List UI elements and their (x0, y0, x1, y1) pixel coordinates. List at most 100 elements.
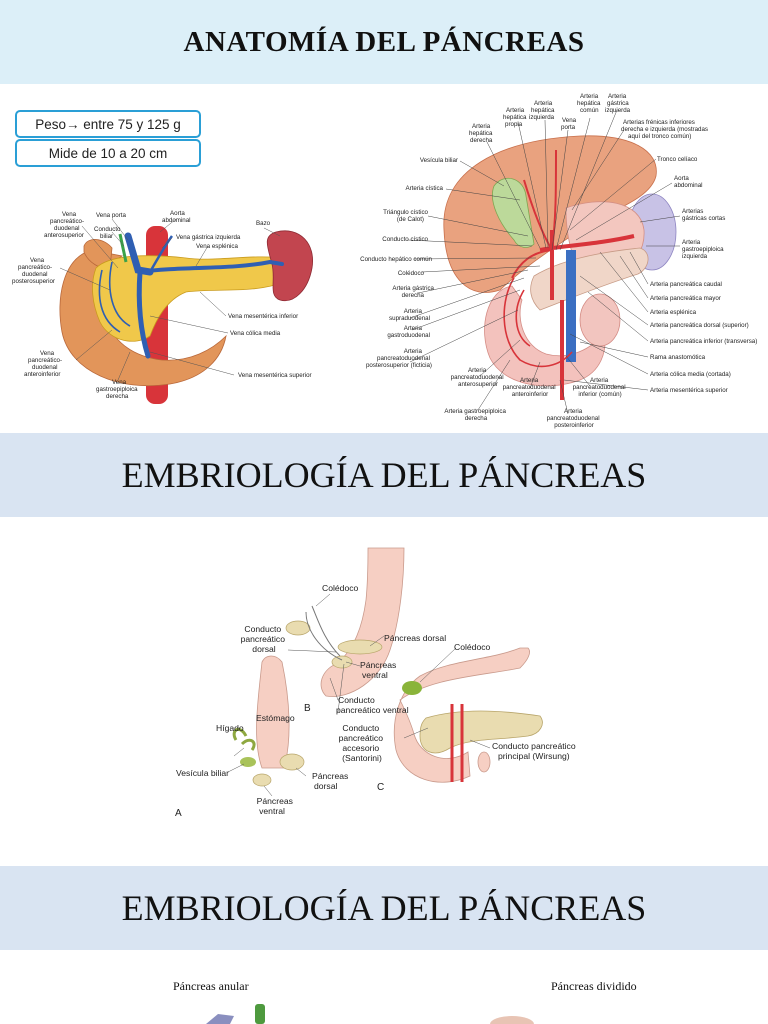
gallbladder-c (402, 681, 422, 695)
label-a-hepatica-propia-3: propia (505, 121, 523, 128)
label-rama-anastomotica: Rama anastomótica (650, 354, 706, 361)
label-vena-pdas-4: anterosuperior (44, 232, 84, 239)
label-aorta-abdominal-2: abdominal (674, 182, 703, 189)
label-conducto-accesorio-4: (Santorini) (342, 753, 382, 763)
svg-text:Arteria gastroepiploica de: Arteria gastroepiploica derecha (444, 408, 507, 422)
pancreas-shape-right (530, 247, 649, 311)
label-conducto-hepatico: Conducto hepático común (360, 256, 432, 263)
label-conducto-accesorio: Conducto (342, 723, 379, 733)
pancreaticoduodenal-arcade (503, 277, 573, 368)
stomach-c (393, 647, 530, 783)
label-a-gastroepiploica-der: Arteria gastroepiploica (444, 408, 506, 415)
sup-mesenteric-vein (136, 269, 151, 359)
label-a-pdas-2: pancreatoduodenal (451, 374, 504, 381)
spleen-shape (266, 230, 314, 302)
label-a-hepatica-derecha: Arteria (472, 123, 491, 130)
label-a-pd-inferior: Arteria (590, 377, 609, 384)
svg-text:Conducto pancreático pri: Conducto pancreático principal (Wirsung) (492, 741, 578, 761)
anular-vessel (255, 1004, 265, 1024)
label-conducto-dorsal-3: dorsal (252, 644, 275, 654)
fact-medida: Mide de 10 a 20 cm (15, 139, 201, 167)
svg-text:Arteria pancreatoduodenal: Arteria pancreatoduodenal posteroinferio… (547, 408, 602, 429)
svg-text:Conducto pancreático: Conducto pancreático accesorio (Santorin… (339, 723, 386, 763)
label-a-pancreatica-caudal: Arteria pancreática caudal (650, 281, 722, 288)
label-a-pdai-3: anteroinferior (512, 391, 548, 398)
label-vena-gastroepiploica: Vena (112, 379, 127, 386)
label-conducto-biliar-2: biliar (100, 233, 113, 240)
label-a-hepatica-propia: Arteria (506, 107, 525, 114)
label-pancreas-ventral-b: Páncreas (360, 660, 396, 670)
label-vesicula: Vesícula biliar (176, 768, 229, 778)
label-a-gastroepiploica-izq: Arteria (682, 239, 701, 246)
label-a-gastrica-izquierda-2: gástrica (607, 100, 629, 107)
label-aorta-abdominal: Aorta (674, 175, 689, 182)
liver-shape (443, 135, 657, 293)
label-panel-c: C (377, 782, 384, 793)
label-panel-a: A (175, 808, 182, 819)
svg-text:Vena pancreático- duod: Vena pancreático- duodenal posterosuperi… (12, 257, 55, 285)
label-arterias-gastricas-cortas: Arterias (682, 208, 703, 215)
svg-text:Conducto pancreático ven: Conducto pancreático ventral (336, 695, 409, 715)
dorsal-bud-b (337, 639, 383, 655)
label-vena-pdai-3: duodenal (32, 364, 57, 371)
caption-pancreas-anular: Páncreas anular (173, 979, 249, 993)
svg-text:Arteria gástrica izqui: Arteria gástrica izquierda (605, 93, 631, 114)
svg-text:Arteria pancreatoduodenal: Arteria pancreatoduodenal anterosuperior (451, 367, 506, 388)
svg-text:Páncreas dorsal: Páncreas dorsal (312, 771, 351, 791)
liver-bud-a (232, 727, 256, 751)
svg-text:Arteria hepática común: Arteria hepática común (577, 93, 602, 114)
label-vena-pdai: Vena (40, 350, 55, 357)
title-banner-embriologia-2: EMBRIOLOGÍA DEL PÁNCREAS (0, 866, 768, 950)
label-conducto-cistico: Conducto cístico (382, 236, 428, 243)
section-title-embriologia-1: EMBRIOLOGÍA DEL PÁNCREAS (121, 455, 647, 495)
label-triangulo-cistico: Triángulo cístico (383, 209, 428, 216)
label-a-colica-media: Arteria cólica media (cortada) (650, 371, 731, 378)
label-a-pdai: Arteria (520, 377, 539, 384)
label-a-pancreatica-inferior: Arteria pancreática inferior (transversa… (650, 338, 757, 345)
label-higado: Hígado (216, 723, 244, 733)
label-triangulo-cistico-2: (de Calot) (397, 216, 424, 223)
ducts-b (305, 605, 343, 661)
label-arterias-gastricas-cortas-2: gástricas cortas (682, 215, 725, 222)
label-a-supraduodenal: Arteria (404, 308, 423, 315)
embryology-diagram: Colédoco Conducto pancreático dorsal Pán… (175, 547, 578, 819)
label-a-hepatica-comun-3: común (580, 107, 599, 114)
label-a-hepatica-derecha-3: derecha (470, 137, 493, 144)
label-a-pdpi-2: pancreatoduodenal (547, 415, 600, 422)
label-a-hepatica-propia-2: hepática (503, 114, 527, 121)
label-pancreas-ventral-a: Páncreas (257, 796, 293, 806)
label-arteria-cistica: Arteria cística (406, 185, 444, 192)
pancreas-anular-illustration (206, 1004, 265, 1024)
label-aorta: Aorta (170, 210, 185, 217)
label-a-esplenica: Arteria esplénica (650, 309, 697, 316)
svg-text:Páncreas ventral: Páncreas ventral (360, 660, 399, 680)
label-conducto-biliar: Conducto (94, 226, 121, 233)
label-conducto-dorsal: Conducto (244, 624, 281, 634)
embryology-labels: Colédoco Conducto pancreático dorsal Pán… (175, 583, 578, 819)
label-a-pd-inferior-3: inferior (común) (578, 391, 621, 398)
gallbladder-shape (492, 177, 535, 248)
duodenum-opening-c (477, 751, 491, 773)
label-vena-gastroepiploica-2: gastroepiploica (96, 386, 138, 393)
caption-pancreas-dividido: Páncreas dividido (551, 979, 637, 993)
stomach-a (256, 655, 290, 769)
label-tronco-celiaco: Tronco celíaco (657, 156, 698, 163)
vessels-c (450, 704, 464, 782)
label-bazo: Bazo (256, 220, 271, 227)
label-a-hepatica-izquierda: Arteria (534, 100, 553, 107)
label-arterias-frenicas-2: derecha e izquierda (mostradas (621, 126, 708, 133)
label-conducto-ventral-2: pancreático ventral (336, 705, 409, 715)
svg-text:Aorta abdominal: Aorta abdominal (162, 210, 191, 224)
pancreaticoduodenal-veins (98, 261, 131, 333)
label-vena-porta-right: Vena (562, 117, 577, 124)
label-vena-mesenterica-sup: Vena mesentérica superior (238, 372, 312, 379)
pancreas-vein-illustration: Vena pancreático- duodenal anterosuperio… (12, 210, 314, 404)
svg-text:Arteria pancreatoduodenal: Arteria pancreatoduodenal anteroinferior (503, 377, 558, 398)
label-a-gastroepiploica-der-2: derecha (465, 415, 488, 422)
label-pancreas-dorsal-b: Páncreas dorsal (384, 633, 446, 643)
ventral-bud-a (252, 773, 272, 787)
colon-stump (579, 293, 621, 347)
label-conducto-ventral: Conducto (338, 695, 375, 705)
label-vena-pdps-4: posterosuperior (12, 278, 55, 285)
label-aorta-2: abdominal (162, 217, 191, 224)
